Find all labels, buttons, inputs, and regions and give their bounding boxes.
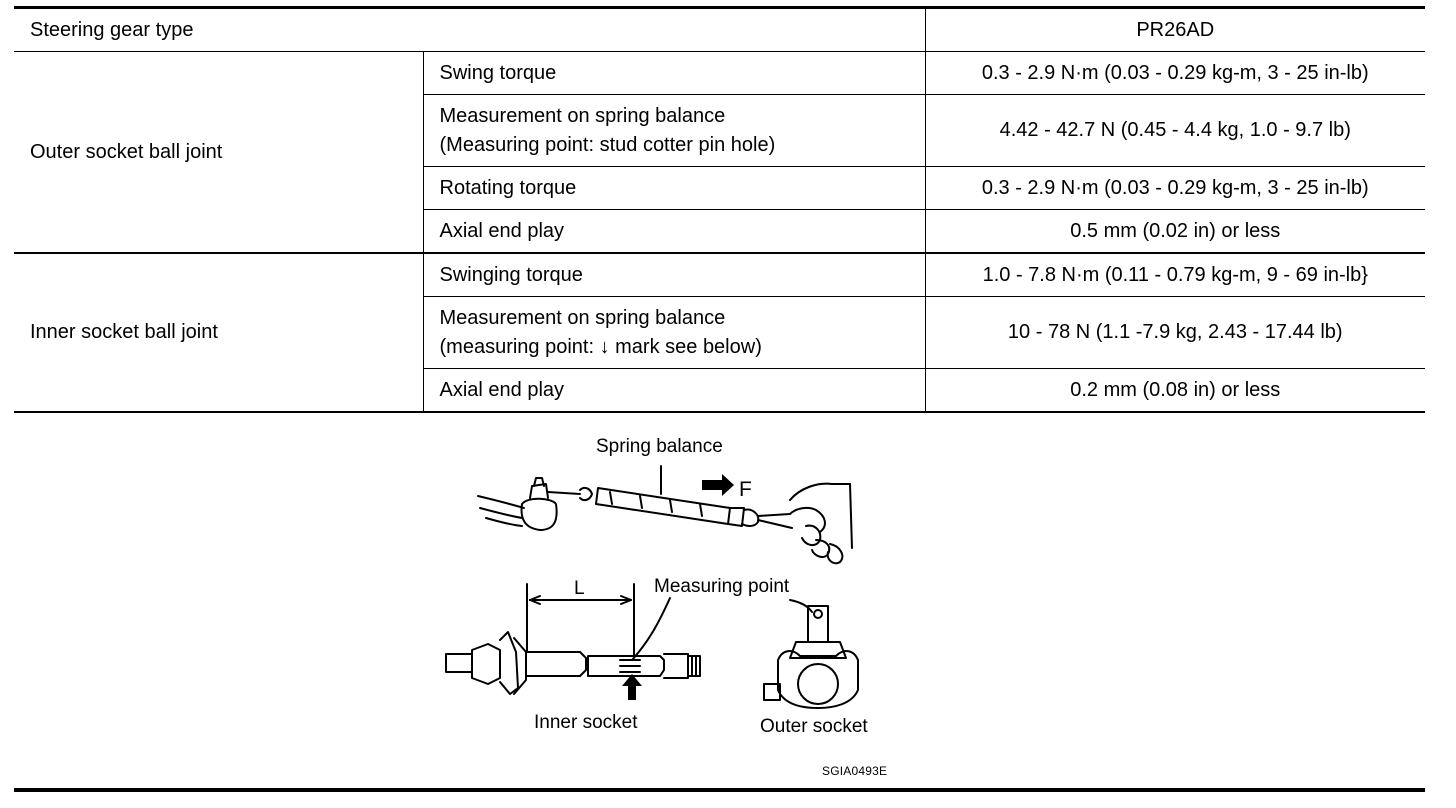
- row-item: Swinging torque: [422, 252, 926, 297]
- header-label: Steering gear type: [14, 6, 926, 52]
- spring-balance-label: Spring balance: [596, 436, 723, 457]
- tie-rod-end-drawing: [477, 477, 581, 531]
- length-label: L: [574, 578, 585, 599]
- table-row: Axial end play 0.5 mm (0.02 in) or less: [14, 209, 1425, 254]
- table-row: Measurement on spring balance (Measuring…: [14, 94, 1425, 167]
- row-value: 0.2 mm (0.08 in) or less: [924, 368, 1425, 413]
- row-item: Axial end play: [423, 368, 926, 413]
- group-inner-socket: Inner socket ball joint: [14, 252, 424, 413]
- header-value: PR26AD: [924, 6, 1425, 52]
- specification-table: Steering gear type PR26AD Outer socket b…: [14, 6, 1425, 413]
- inner-socket-drawing: [445, 583, 701, 695]
- row-value: 4.42 - 42.7 N (0.45 - 4.4 kg, 1.0 - 9.7 …: [924, 94, 1425, 167]
- row-item-line2: (measuring point: ↓ mark see below): [439, 335, 762, 358]
- row-item-line2: (Measuring point: stud cotter pin hole): [439, 133, 776, 156]
- row-item-line1: Measurement on spring balance: [439, 104, 726, 127]
- force-label: F: [739, 478, 752, 501]
- spring-balance-drawing: [579, 465, 793, 529]
- table-row: Rotating torque 0.3 - 2.9 N·m (0.03 - 0.…: [14, 166, 1425, 210]
- row-item: Axial end play: [423, 209, 926, 254]
- table-row: Measurement on spring balance (measuring…: [14, 296, 1425, 369]
- measuring-point-arrow-icon: [622, 674, 642, 700]
- table-header-row: Steering gear type PR26AD: [14, 6, 1425, 52]
- row-item: Swing torque: [422, 51, 926, 95]
- hand-drawing: [789, 482, 853, 565]
- figure-id: SGIA0493E: [822, 764, 888, 778]
- group-outer-socket: Outer socket ball joint: [14, 51, 424, 254]
- row-item: Rotating torque: [423, 166, 926, 210]
- row-item-line1: Measurement on spring balance: [439, 306, 726, 329]
- bottom-rule: [14, 788, 1425, 792]
- row-item: Measurement on spring balance (Measuring…: [423, 94, 926, 167]
- table-row: Axial end play 0.2 mm (0.08 in) or less: [14, 368, 1425, 413]
- outer-socket-drawing: [763, 599, 859, 709]
- table-row: Outer socket ball joint Swing torque 0.3…: [14, 51, 1425, 254]
- inner-socket-label: Inner socket: [534, 712, 638, 733]
- measuring-point-label: Measuring point: [654, 576, 790, 597]
- force-arrow-icon: [702, 474, 734, 496]
- row-value: 1.0 - 7.8 N·m (0.11 - 0.79 kg-m, 9 - 69 …: [924, 252, 1425, 297]
- row-item: Measurement on spring balance (measuring…: [423, 296, 926, 369]
- outer-socket-label: Outer socket: [760, 716, 868, 737]
- row-value: 0.5 mm (0.02 in) or less: [924, 209, 1425, 254]
- row-value: 10 - 78 N (1.1 -7.9 kg, 2.43 - 17.44 lb): [924, 296, 1425, 369]
- row-value: 0.3 - 2.9 N·m (0.03 - 0.29 kg-m, 3 - 25 …: [924, 166, 1425, 210]
- table-row: Inner socket ball joint Swinging torque …: [14, 252, 1425, 413]
- row-value: 0.3 - 2.9 N·m (0.03 - 0.29 kg-m, 3 - 25 …: [924, 51, 1425, 95]
